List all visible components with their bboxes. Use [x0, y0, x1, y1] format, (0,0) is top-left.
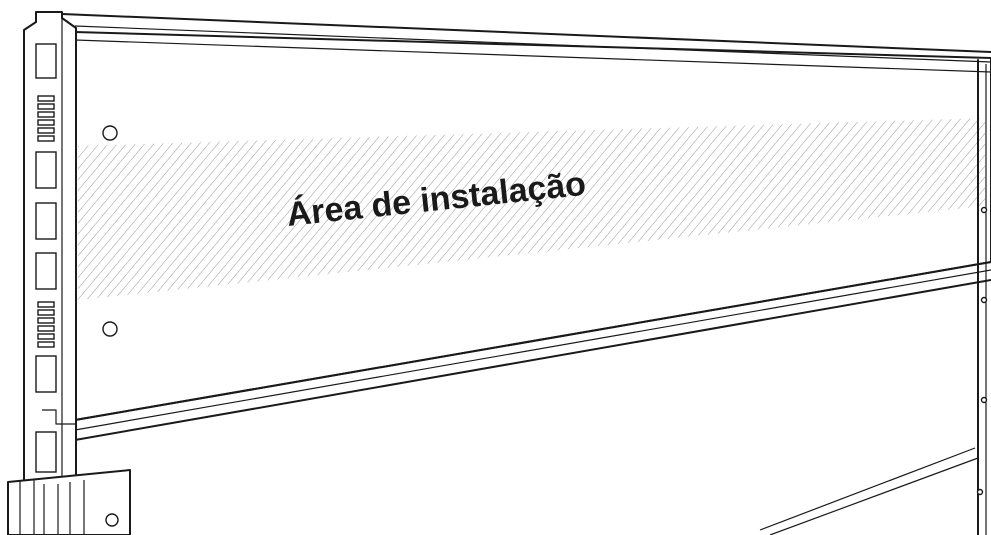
lower-panel [759, 447, 979, 535]
panel-right-edge [976, 59, 988, 535]
panel-groove [74, 261, 991, 441]
screw-hole-middle [102, 321, 118, 337]
installation-area-band [78, 118, 985, 300]
mounting-post [23, 11, 77, 535]
grip-ribs-lower [37, 301, 55, 348]
screw-hole-top [102, 125, 118, 141]
bracket [7, 469, 131, 535]
grip-ribs-upper [37, 95, 55, 142]
